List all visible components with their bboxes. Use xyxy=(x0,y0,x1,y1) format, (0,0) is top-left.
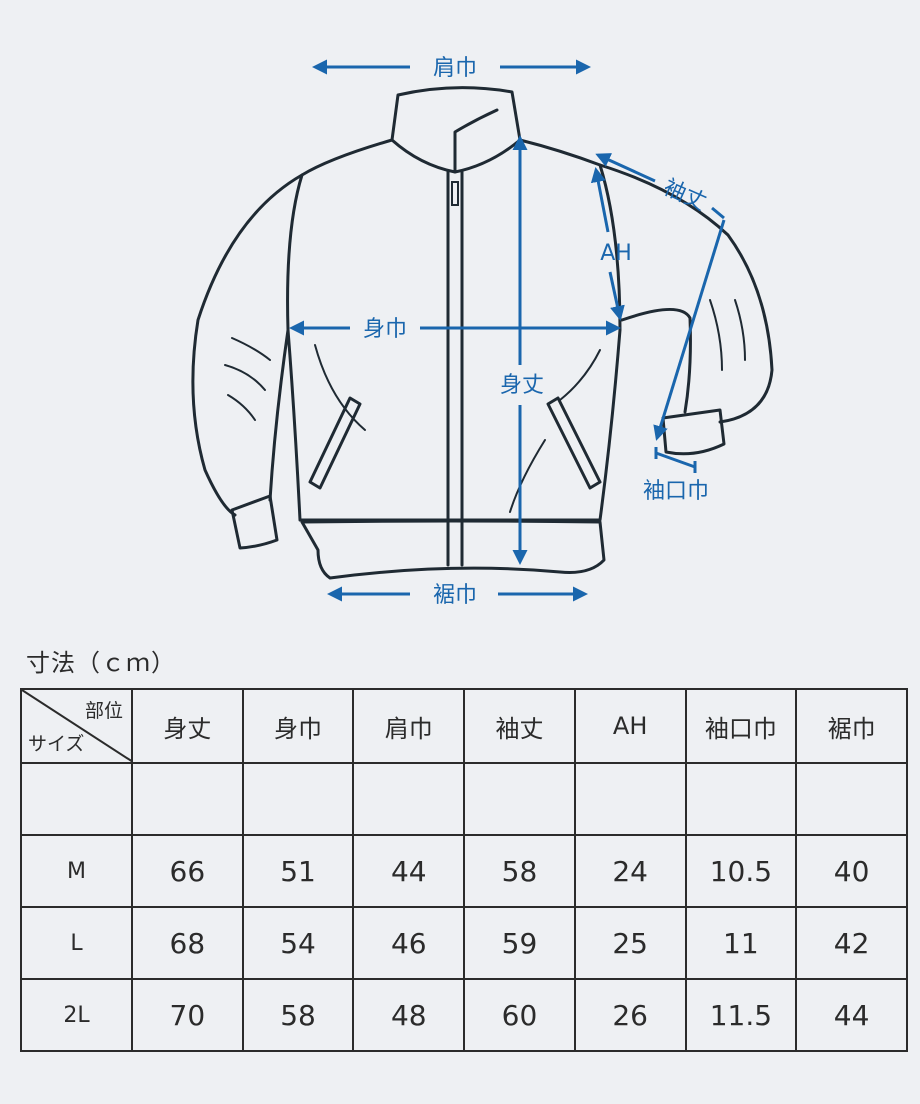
value-cell: 70 xyxy=(131,978,244,1052)
value-cell: 59 xyxy=(463,906,576,980)
label-sleeve: 袖丈 xyxy=(660,175,710,216)
table-row-2l: 2L 70 58 48 60 26 11.5 44 xyxy=(20,978,908,1052)
header-cell: 肩巾 xyxy=(352,688,466,764)
value-cell: 42 xyxy=(795,906,908,980)
value-cell: 68 xyxy=(131,906,244,980)
size-table: 部位 サイズ 身丈 身巾 肩巾 袖丈 AH 袖口巾 裾巾 M 66 51 44 … xyxy=(20,688,908,1052)
value-cell: 10.5 xyxy=(684,834,798,908)
jacket-measurement-diagram: 肩巾 袖丈 AH 身巾 身丈 袖口巾 裾巾 xyxy=(191,56,774,608)
value-cell: 58 xyxy=(463,834,576,908)
blank-cell xyxy=(573,762,687,836)
label-chest: 身巾 xyxy=(363,317,407,342)
blank-cell xyxy=(241,762,355,836)
blank-cell xyxy=(684,762,798,836)
header-cell: 袖口巾 xyxy=(684,688,798,764)
value-cell: 51 xyxy=(241,834,355,908)
value-cell: 44 xyxy=(795,978,908,1052)
jacket-illustration xyxy=(191,86,774,580)
label-armhole: AH xyxy=(600,241,632,266)
header-cell: 身巾 xyxy=(241,688,355,764)
value-cell: 26 xyxy=(573,978,687,1052)
header-cell: AH xyxy=(573,688,687,764)
header-cell: 身丈 xyxy=(131,688,244,764)
blank-cell xyxy=(795,762,908,836)
size-cell: L xyxy=(20,906,133,980)
value-cell: 40 xyxy=(795,834,908,908)
measurement-lines xyxy=(289,59,726,602)
table-row-l: L 68 54 46 59 25 11 42 xyxy=(20,906,908,980)
corner-cell: 部位 サイズ xyxy=(20,688,133,764)
value-cell: 48 xyxy=(352,978,466,1052)
blank-row xyxy=(20,762,908,836)
blank-cell xyxy=(463,762,576,836)
blank-cell xyxy=(20,762,133,836)
blank-cell xyxy=(131,762,244,836)
blank-cell xyxy=(352,762,466,836)
value-cell: 58 xyxy=(241,978,355,1052)
header-cell: 袖丈 xyxy=(463,688,576,764)
corner-part-label: 部位 xyxy=(84,700,123,722)
label-hem: 裾巾 xyxy=(433,583,477,608)
value-cell: 46 xyxy=(352,906,466,980)
label-cuff: 袖口巾 xyxy=(643,479,709,504)
corner-diagonal xyxy=(22,690,133,762)
header-row: 部位 サイズ 身丈 身巾 肩巾 袖丈 AH 袖口巾 裾巾 xyxy=(20,688,908,764)
header-cell: 裾巾 xyxy=(795,688,908,764)
value-cell: 44 xyxy=(352,834,466,908)
table-title: 寸法（ｃｍ） xyxy=(26,649,176,677)
label-length: 身丈 xyxy=(500,373,544,398)
value-cell: 24 xyxy=(573,834,687,908)
value-cell: 66 xyxy=(131,834,244,908)
value-cell: 11.5 xyxy=(684,978,798,1052)
value-cell: 60 xyxy=(463,978,576,1052)
corner-size-label: サイズ xyxy=(28,733,85,755)
table-row-m: M 66 51 44 58 24 10.5 40 xyxy=(20,834,908,908)
label-shoulder: 肩巾 xyxy=(433,56,477,81)
value-cell: 54 xyxy=(241,906,355,980)
value-cell: 11 xyxy=(684,906,798,980)
size-cell: 2L xyxy=(20,978,133,1052)
value-cell: 25 xyxy=(573,906,687,980)
size-cell: M xyxy=(20,834,133,908)
